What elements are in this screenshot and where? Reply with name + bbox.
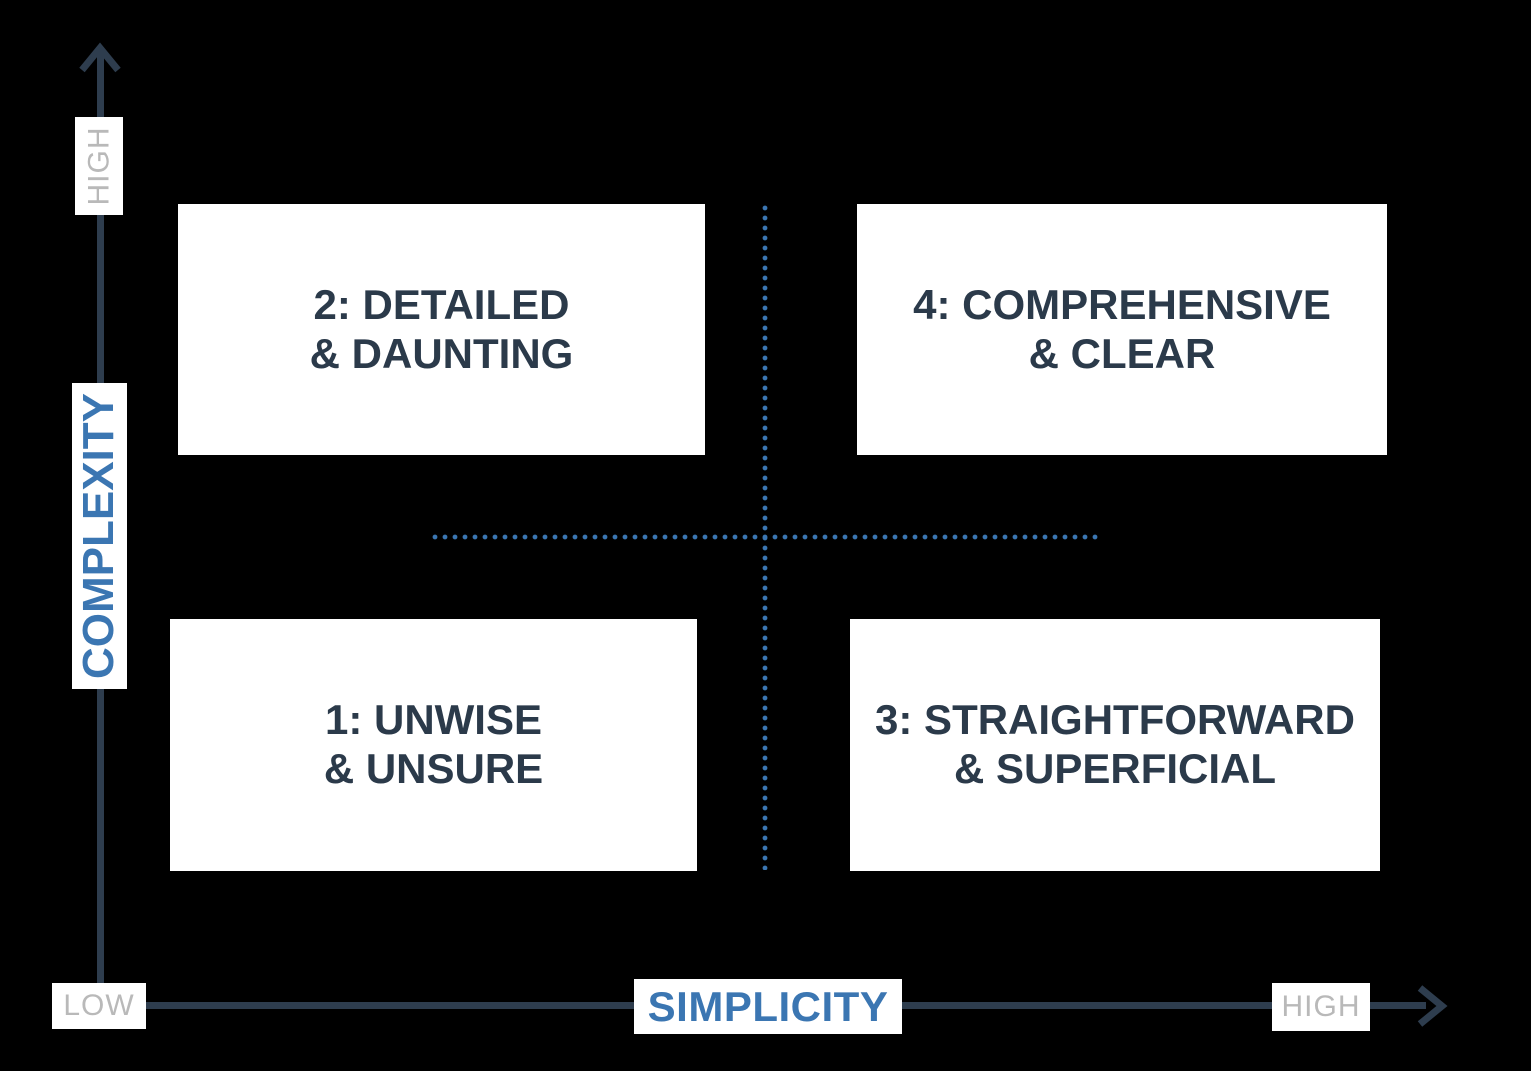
quadrant-3-straightforward-superficial: 3: STRAIGHTFORWARD & SUPERFICIAL (850, 619, 1380, 871)
y-axis-high-text: HIGH (82, 126, 115, 206)
quadrant-4-line1: 4: COMPREHENSIVE (913, 280, 1331, 328)
x-axis-arrow-right-icon (1417, 985, 1448, 1027)
quadrant-2-line2: & DAUNTING (309, 329, 574, 377)
quadrant-4-line2: & CLEAR (1028, 329, 1216, 377)
x-axis-high-label: HIGH (1272, 983, 1370, 1031)
y-axis-arrow-up-icon (79, 42, 121, 73)
quadrant-1-unwise-unsure: 1: UNWISE & UNSURE (170, 619, 697, 871)
vertical-dotted-divider (762, 203, 768, 870)
origin-low-text: LOW (63, 989, 135, 1022)
quadrant-4-comprehensive-clear: 4: COMPREHENSIVE & CLEAR (857, 204, 1387, 455)
quadrant-1-line1: 1: UNWISE (324, 696, 542, 744)
quadrant-1-line2: & UNSURE (323, 745, 544, 792)
y-axis-title: COMPLEXITY (72, 383, 127, 689)
x-axis-high-text: HIGH (1281, 990, 1361, 1023)
quadrant-2-line1: 2: DETAILED (313, 280, 570, 328)
y-axis-title-text: COMPLEXITY (74, 392, 124, 680)
x-axis-title-text: SIMPLICITY (647, 982, 889, 1030)
origin-low-label: LOW (52, 983, 146, 1029)
quadrant-3-line2: & SUPERFICIAL (953, 745, 1276, 792)
y-axis-high-label: HIGH (75, 117, 123, 215)
x-axis-title: SIMPLICITY (634, 979, 902, 1034)
quadrant-2-detailed-daunting: 2: DETAILED & DAUNTING (178, 204, 705, 455)
quadrant-3-line1: 3: STRAIGHTFORWARD (875, 696, 1355, 744)
